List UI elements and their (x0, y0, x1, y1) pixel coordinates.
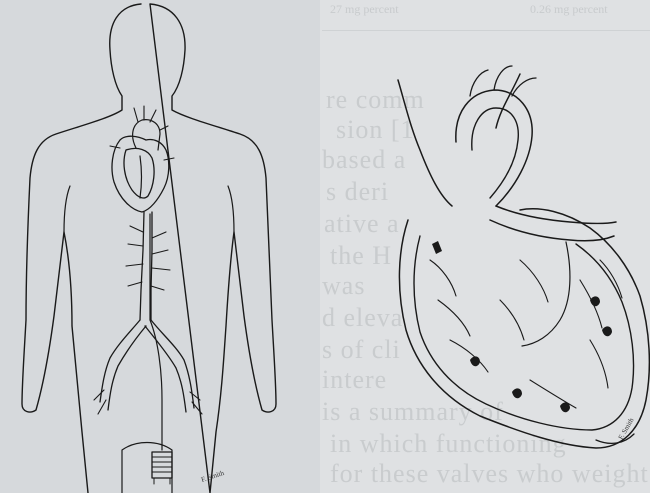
crotch-line (122, 443, 172, 493)
heart-closeup-figure (398, 66, 649, 448)
catheter-tube-upper (496, 206, 616, 224)
heart-and-arteries (94, 106, 202, 450)
iliac-artery-right (145, 320, 194, 412)
aorta-outer (398, 74, 520, 206)
aortic-arch (133, 120, 160, 150)
iliac-artery-left (100, 320, 146, 410)
heart-septum (140, 156, 142, 198)
descending-aorta-left-wall (140, 212, 144, 320)
aortic-branches (126, 226, 170, 290)
aortic-arch-tube-inner (472, 108, 519, 198)
pump-device (152, 452, 172, 484)
pump-feet (154, 478, 170, 484)
pump-ribs (152, 457, 172, 472)
catheter-in-ventricle (522, 242, 570, 346)
heart-inner-wall (414, 236, 634, 430)
muscle-texture (430, 260, 622, 408)
pump-body (152, 452, 172, 478)
body-outline (22, 4, 276, 493)
body-outline-figure (22, 4, 276, 493)
inner-arm-line-left (64, 186, 70, 232)
inner-arm-line-right (228, 186, 234, 232)
descending-aorta-right-wall (151, 212, 152, 320)
heart-outline (112, 136, 169, 212)
heart-inner-chamber (124, 148, 154, 198)
